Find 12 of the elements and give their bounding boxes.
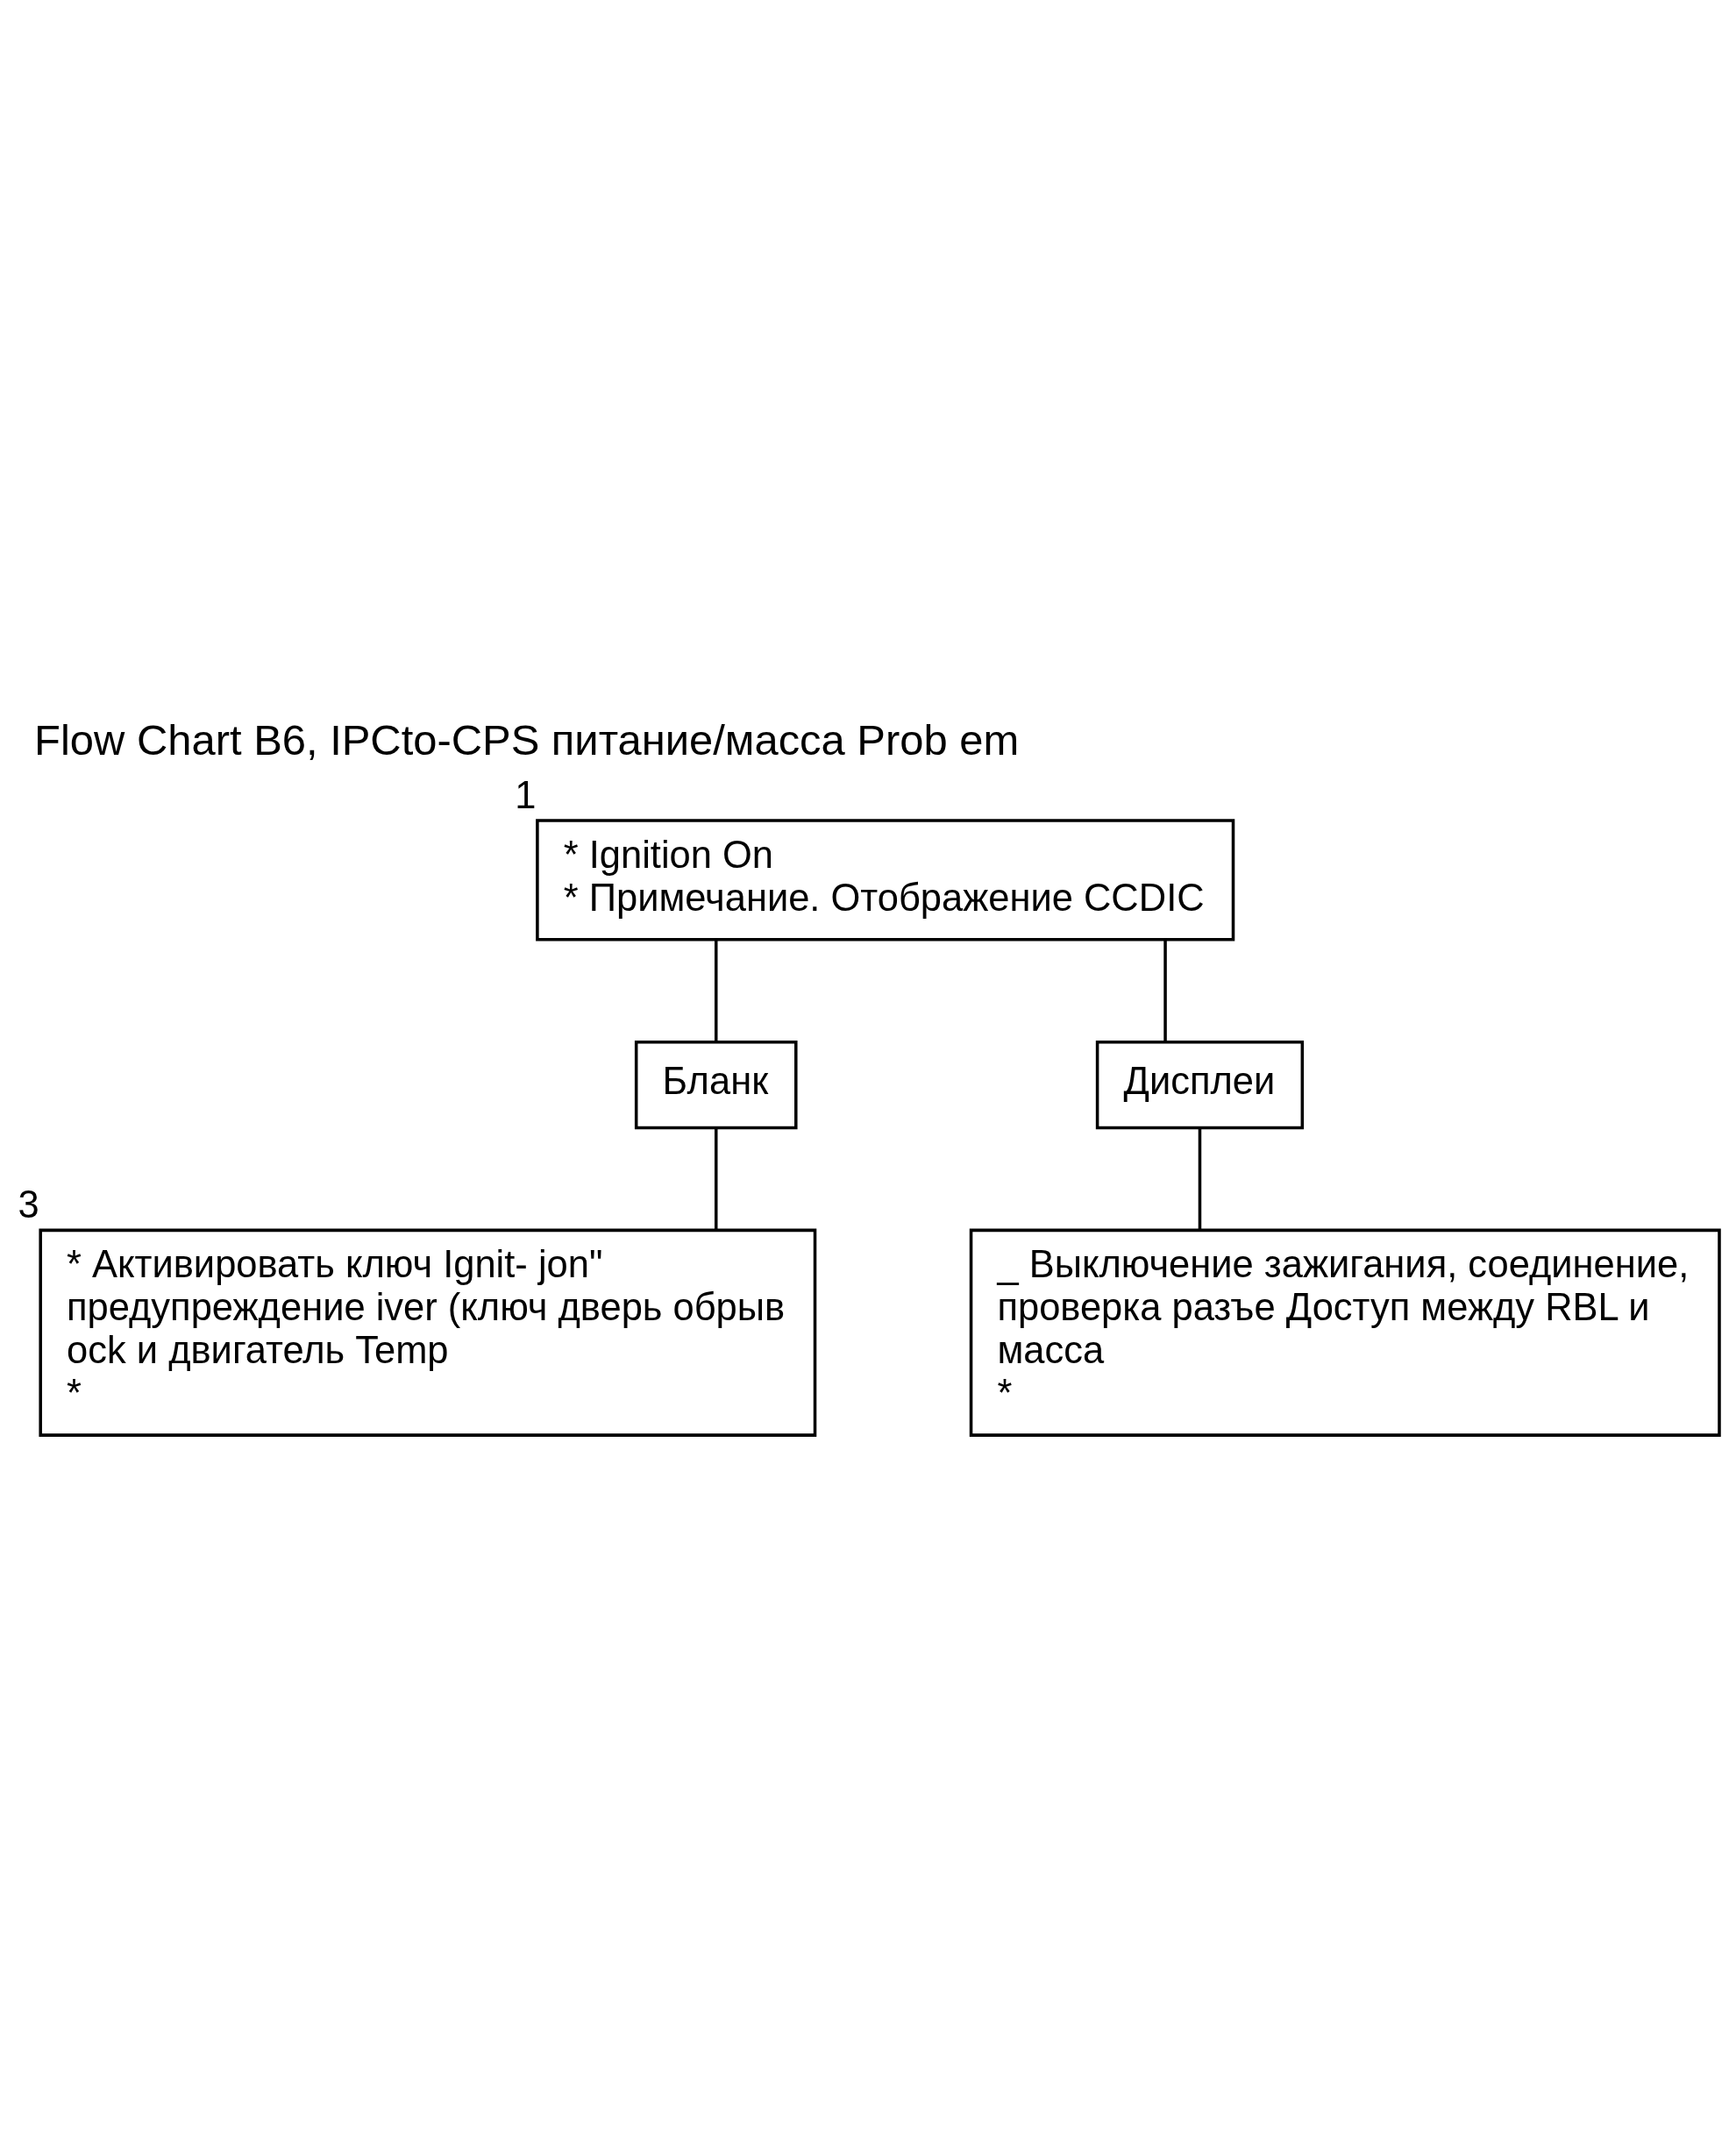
node-label: 1 [515,773,537,816]
connector [1163,940,1167,1042]
node-box: * Ignition On * Примечание. Отображение CCDIC [536,819,1235,942]
node-box: Дисплеи [1095,1040,1305,1130]
node-box: _ Выключение зажигания, соединение, проверка разъе Доступ между RBL и масса * [969,1228,1721,1437]
node-box: * Активировать ключ Ignit- jon" предупреждение iver (ключ дверь обрыв ock и двигатель Temp * [39,1228,817,1437]
diagram-title: Flow Chart B6, IPCto-CPS питание/масса Prob em [34,715,1020,764]
connector [1198,1127,1202,1230]
connector [714,940,718,1042]
connector [714,1127,718,1230]
node-label: 3 [18,1183,39,1226]
node-box: Бланк [634,1040,798,1130]
